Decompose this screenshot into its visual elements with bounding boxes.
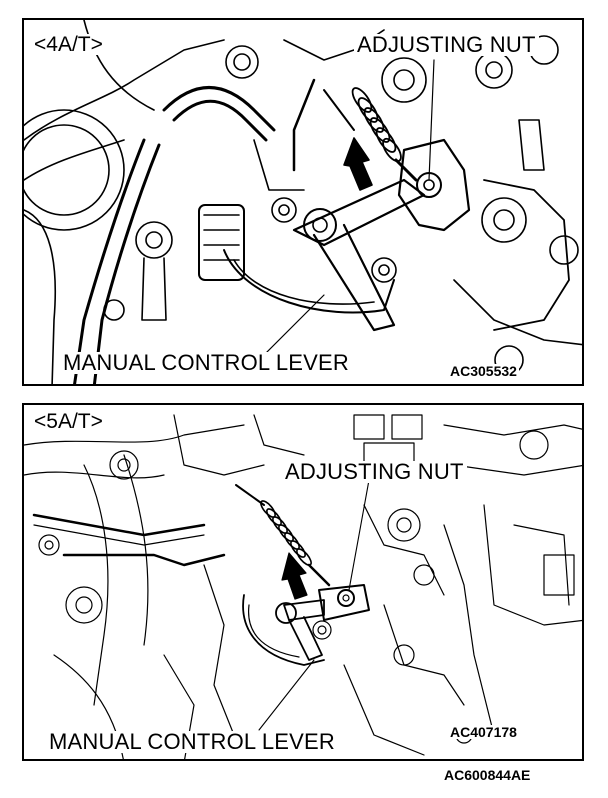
- adjusting-nut-label: ADJUSTING NUT: [354, 34, 539, 56]
- transmission-tag: <4A/T>: [32, 33, 105, 56]
- illustration-4at-transmission: [24, 20, 582, 384]
- image-code: AC305532: [448, 363, 519, 379]
- adjusting-nut-label: ADJUSTING NUT: [282, 461, 467, 483]
- figure-id: AC600844AE: [444, 767, 531, 783]
- manual-control-lever-label: MANUAL CONTROL LEVER: [60, 352, 352, 374]
- image-code: AC407178: [448, 724, 519, 740]
- transmission-tag: <5A/T>: [32, 410, 105, 433]
- manual-control-lever-label: MANUAL CONTROL LEVER: [46, 731, 338, 753]
- panel-5at: <5A/T> ADJUSTING NUT MANUAL CONTROL LEVE…: [22, 403, 584, 761]
- panel-4at: <4A/T> ADJUSTING NUT MANUAL CONTROL LEVE…: [22, 18, 584, 386]
- illustration-5at-transmission: [24, 414, 582, 759]
